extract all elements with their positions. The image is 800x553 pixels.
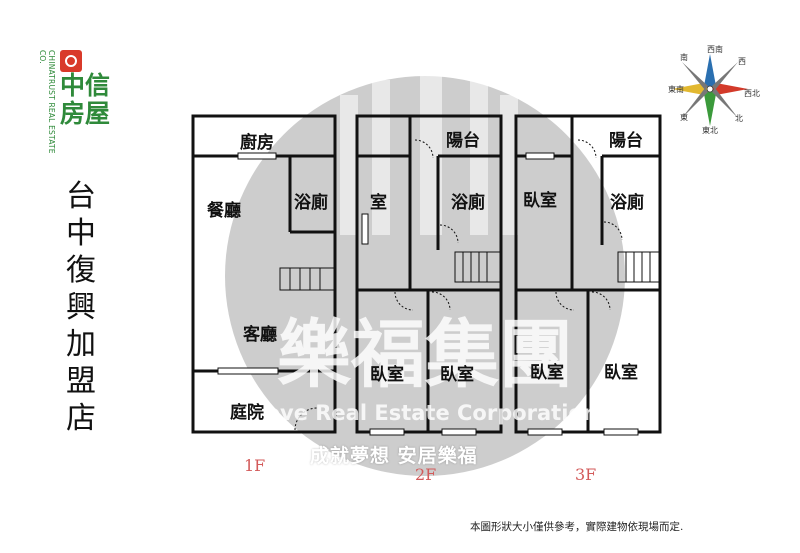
store-name: 台 中 復 興 加 盟 店 xyxy=(58,178,104,437)
floor-label: 3F xyxy=(575,465,597,484)
watermark-english: Love Real Estate Corporation xyxy=(252,401,598,425)
watermark-group-name: 樂福集團 xyxy=(277,312,573,398)
room-label: 廚房 xyxy=(240,133,274,153)
logo-mark-icon xyxy=(60,50,82,72)
compass-label: 北 xyxy=(735,114,743,123)
compass-label: 西 xyxy=(738,57,746,66)
room-label: 客廳 xyxy=(243,325,277,345)
floor-label: 1F xyxy=(244,456,266,475)
store-name-char: 台 xyxy=(66,179,96,214)
room-label: 陽台 xyxy=(446,131,480,151)
floor-label: 2F xyxy=(415,465,437,484)
room-label: 浴廁 xyxy=(610,193,644,213)
room-label: 庭院 xyxy=(230,403,264,423)
room-label: 臥室 xyxy=(604,363,638,383)
store-name-char: 復 xyxy=(66,253,96,288)
store-name-char: 加 xyxy=(66,327,96,362)
compass-label: 東北 xyxy=(702,126,718,135)
compass-rose-icon xyxy=(672,54,748,126)
logo-chinese-name: 中信房屋 xyxy=(60,71,111,128)
store-name-char: 中 xyxy=(66,216,96,251)
disclaimer-text: 本圖形狀大小僅供參考，實際建物依現場而定. xyxy=(470,521,684,533)
store-name-char: 店 xyxy=(66,401,96,436)
compass-label: 東 xyxy=(680,113,688,122)
store-name-char: 盟 xyxy=(66,364,96,399)
room-label: 浴廁 xyxy=(294,193,328,213)
room-label: 臥室 xyxy=(440,365,474,385)
room-label: 臥室 xyxy=(370,365,404,385)
room-label: 餐廳 xyxy=(207,201,241,221)
room-label: 陽台 xyxy=(609,131,643,151)
compass-label: 南 xyxy=(680,53,688,62)
compass-label: 西南 xyxy=(707,45,723,54)
watermark-slogan: 成就夢想 安居樂福 xyxy=(310,445,478,467)
room-label: 浴廁 xyxy=(451,193,485,213)
store-name-char: 興 xyxy=(66,290,96,325)
compass-label: 東南 xyxy=(668,85,684,94)
room-label: 臥室 xyxy=(523,191,557,211)
logo-english-name: CHINATRUST REAL ESTATE CO. xyxy=(38,50,56,154)
room-label: 室 xyxy=(370,193,387,213)
compass-label: 西北 xyxy=(744,89,760,98)
room-label: 臥室 xyxy=(530,363,564,383)
